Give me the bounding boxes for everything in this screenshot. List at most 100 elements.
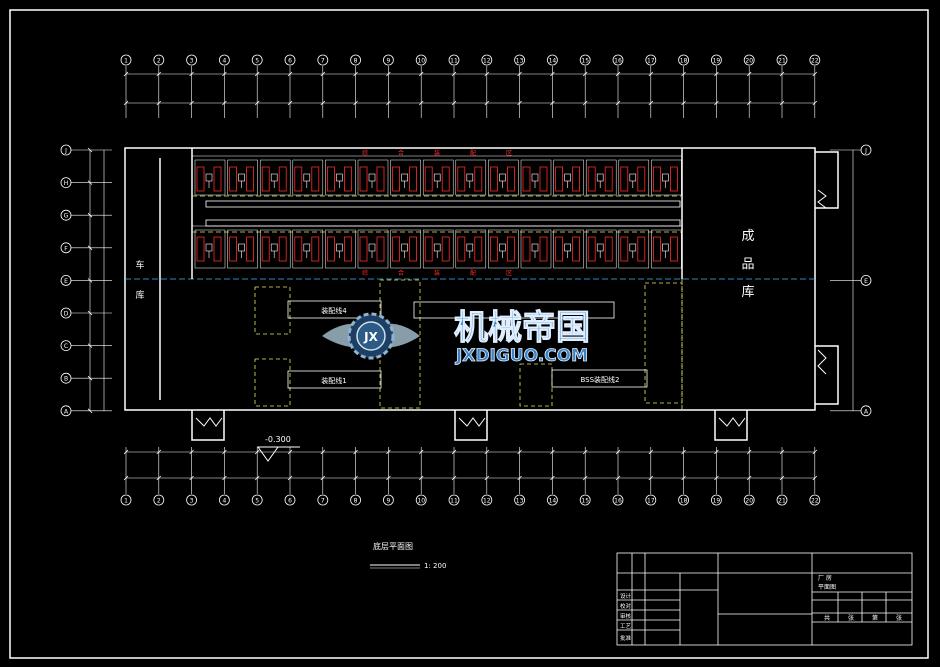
zone-title-char: 装 [434, 269, 440, 277]
footer-3: 第 [872, 614, 878, 622]
watermark-logo: JX 机械帝国 JXDIGUO.COM [322, 308, 591, 366]
left-cell-2: 校对 [620, 602, 632, 610]
grid-bubble-col-10 [415, 54, 427, 66]
grid-bubble-col-2 [153, 494, 165, 506]
grid-bubble-col-16 [612, 54, 624, 66]
workshop-char-2: 库 [135, 289, 144, 301]
zone-title-char: 区 [506, 150, 512, 157]
grid-col-label: 7 [321, 58, 325, 65]
zone-title-char: 装 [434, 149, 440, 157]
grid-bubble-col-8 [350, 494, 362, 506]
grid-bubble-col-14 [547, 54, 558, 66]
grid-bubble-col-14 [547, 494, 558, 506]
grid-col-label: 11 [450, 498, 458, 505]
grid-row-label: F [64, 245, 68, 252]
title-block-text: 厂 房 平面图 共 张 第 张 设计 校对 审核 工艺 批准 [620, 574, 902, 642]
grid-col-label: 5 [255, 498, 259, 505]
grid-bubble-col-4 [218, 54, 230, 66]
grid-bubble-col-1 [120, 54, 132, 66]
dimension-lines [123, 71, 818, 481]
grid-bubble-col-22 [809, 54, 821, 66]
grid-bubble-col-21 [776, 54, 788, 66]
grid-col-label: 15 [581, 58, 589, 65]
left-cell-4: 工艺 [620, 623, 632, 630]
grid-col-label: 1 [124, 498, 128, 505]
grid-row-label-right: E [864, 278, 868, 285]
grid-bubble-col-18 [678, 54, 689, 66]
grid-col-label: 3 [190, 58, 194, 65]
room-labels: 成 品 库 车 库 装配线4 装配线1 BSS装配线2 [135, 229, 754, 385]
grid-col-label: 13 [516, 498, 524, 505]
grid-bubble-col-13 [514, 54, 525, 66]
grid-col-label: 4 [222, 498, 226, 505]
grid-bubble-col-7 [317, 494, 329, 506]
grid-col-label: 18 [680, 498, 688, 505]
level-value: -0.300 [265, 435, 291, 444]
grid-col-label: 1 [124, 58, 128, 65]
grid-col-label: 21 [778, 498, 786, 505]
grid-col-label: 16 [614, 58, 622, 65]
zone-title-char: 合 [398, 269, 404, 277]
grid-bubble-col-18 [678, 494, 689, 506]
grid-col-label: 17 [647, 498, 655, 505]
scale-text: 1: 200 [424, 562, 446, 570]
grid-bubble-col-7 [317, 54, 329, 66]
line-2-label: BSS装配线2 [580, 375, 619, 384]
zone-title-char: 综 [362, 269, 368, 277]
grid-bubble-col-8 [350, 54, 362, 66]
grid-bubble-col-17 [645, 494, 657, 506]
grid-col-label: 5 [255, 58, 259, 65]
grid-col-label: 7 [321, 498, 325, 505]
grid-bubble-col-20 [743, 494, 755, 506]
grid-col-label: 13 [516, 58, 524, 65]
grid-bubble-col-19 [711, 54, 722, 66]
grid-bubble-col-9 [382, 494, 394, 506]
grid-bubble-col-22 [809, 494, 821, 506]
lower-assembly-zone [254, 279, 683, 409]
grid-col-label: 17 [647, 58, 655, 65]
finished-goods-char-2: 品 [741, 257, 754, 272]
grid-bubble-col-10 [415, 494, 427, 506]
grid-row-label: B [64, 376, 68, 383]
line-4-label: 装配线4 [321, 306, 347, 315]
left-cell-5: 批准 [620, 634, 632, 642]
grid-col-label: 8 [354, 58, 358, 65]
grid-row-label-right: A [864, 408, 869, 415]
grid-bubble-col-20 [743, 54, 755, 66]
grid-col-label: 14 [549, 498, 557, 505]
grid-col-label: 6 [288, 58, 292, 65]
grid-col-label: 2 [157, 58, 161, 65]
grid-bubble-col-6 [284, 54, 296, 66]
grid-col-label: 16 [614, 498, 622, 505]
grid-col-label: 18 [680, 58, 688, 65]
grid-row-label: G [64, 213, 69, 220]
grid-col-label: 4 [222, 58, 226, 65]
watermark-en: JXDIGUO.COM [455, 346, 588, 366]
grid-bubble-col-12 [481, 494, 493, 506]
grid-row-bubbles-right: JEA [830, 144, 872, 417]
finished-goods-char-3: 库 [741, 284, 754, 300]
conveyor-lines [192, 195, 682, 233]
grid-col-label: 6 [288, 498, 292, 505]
grid-col-label: 22 [811, 58, 819, 65]
drawing-frame [9, 9, 929, 659]
grid-col-label: 21 [778, 58, 786, 65]
grid-row-label: J [64, 148, 67, 155]
grid-row-label: C [64, 343, 68, 350]
level-marker: -0.300 [257, 435, 300, 462]
footer-4: 张 [896, 614, 902, 622]
footer-2: 张 [848, 614, 854, 622]
grid-row-label: E [64, 278, 68, 285]
left-cell-1: 设计 [620, 592, 632, 600]
grid-bubble-col-17 [645, 54, 657, 66]
grid-bubble-col-15 [579, 494, 591, 506]
drawing-title: 底层平面图 [373, 541, 413, 551]
grid-bubble-col-15 [579, 54, 591, 66]
grid-col-label: 2 [157, 498, 161, 505]
footer-1: 共 [824, 614, 830, 622]
zone-title-char: 区 [506, 270, 512, 277]
project-line-2: 平面图 [818, 584, 836, 591]
